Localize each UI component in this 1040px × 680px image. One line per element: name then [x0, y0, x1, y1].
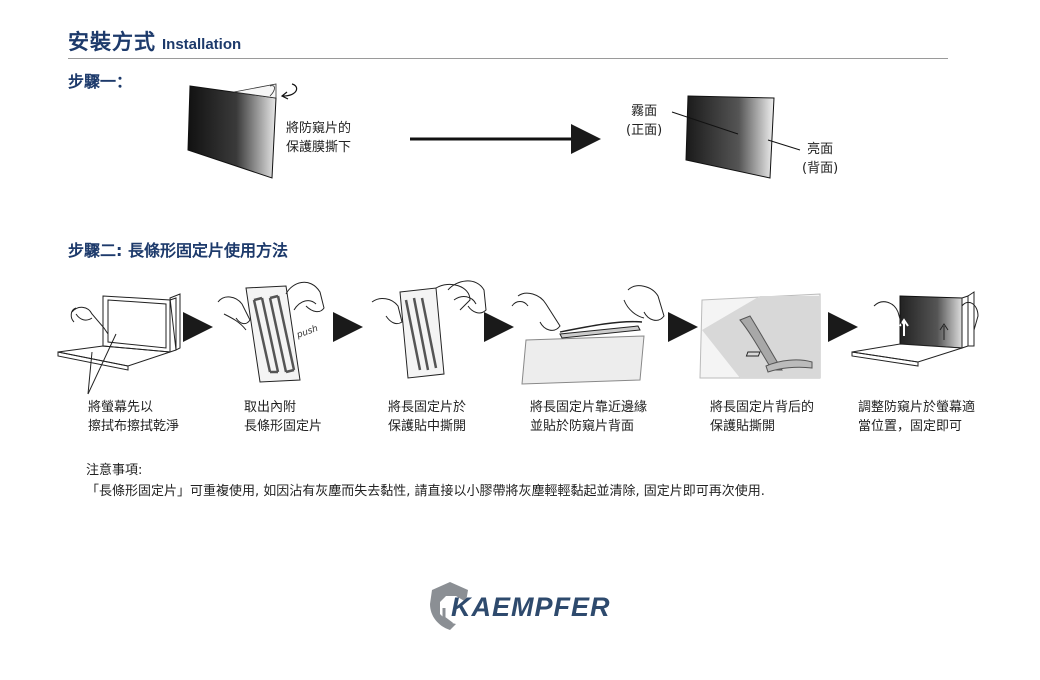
glossy-label-line1: 亮面 [807, 142, 834, 157]
page-title: 安裝方式 Installation [68, 26, 241, 56]
glossy-label-line2: (背面) [802, 161, 839, 176]
step2-heading: 步驟二: 長條形固定片使用方法 [68, 241, 288, 260]
laptop-with-filter-illustration [745, 291, 979, 367]
laptop-cleaning-illustration [57, 293, 181, 395]
step2-caption-4: 將長固定片靠近邊緣 並貼於防窺片背面 [530, 400, 648, 434]
kaempfer-logo: KAEMPFER [451, 592, 611, 622]
step2-caption-5: 將長固定片背后的 保護貼撕開 [710, 400, 815, 434]
matte-label-line1: 霧面 [631, 104, 658, 119]
step2-caption-1: 將螢幕先以 擦拭布擦拭乾淨 [88, 400, 180, 434]
step1-heading: 步驟一： [68, 72, 133, 91]
attach-strip-illustration [511, 285, 665, 385]
peel-label: 將防窺片的 保護膜撕下 [286, 119, 351, 157]
peel-label-line2: 保護膜撕下 [286, 140, 352, 155]
strip-peel-illustration [371, 280, 487, 379]
step2-caption-3: 將長固定片於 保護貼中撕開 [388, 400, 467, 434]
filter-peel-illustration [187, 83, 298, 179]
notes-body: 「長條形固定片」可重複使用, 如因沾有灰塵而失去黏性, 請直接以小膠帶將灰塵輕輕… [86, 484, 765, 499]
glossy-side-label: 亮面 (背面) [802, 140, 838, 178]
filter-panel-illustration [671, 95, 801, 179]
step2-caption-2: 取出內附 長條形固定片 [244, 400, 323, 434]
title-english: Installation [162, 36, 242, 53]
notes-title: 注意事項: [86, 463, 143, 478]
peel-backing-illustration [699, 293, 821, 379]
push-label: push [295, 324, 320, 341]
fixing-strip-illustration [217, 281, 325, 383]
title-divider [68, 58, 948, 59]
matte-label-line2: (正面) [626, 123, 663, 138]
notes-section: 注意事項: 「長條形固定片」可重複使用, 如因沾有灰塵而失去黏性, 請直接以小膠… [86, 460, 765, 502]
kaempfer-shield-icon [430, 582, 468, 630]
peel-label-line1: 將防窺片的 [286, 121, 352, 136]
title-chinese: 安裝方式 [68, 30, 156, 54]
matte-side-label: 霧面 (正面) [626, 102, 662, 140]
step2-caption-6: 調整防窺片於螢幕適 當位置，固定即可 [858, 400, 976, 434]
